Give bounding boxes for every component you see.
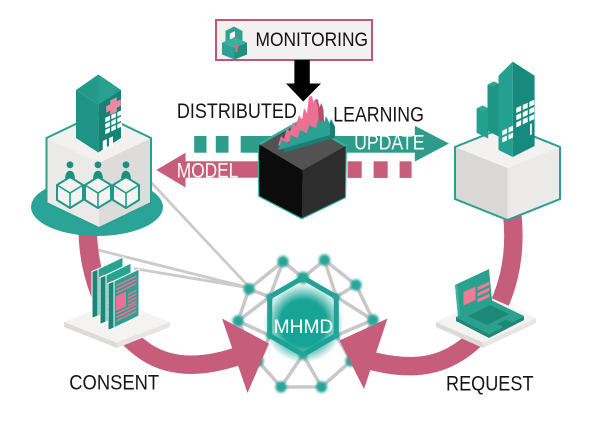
svg-text:MODEL: MODEL — [177, 159, 239, 182]
svg-text:MONITORING: MONITORING — [256, 30, 369, 51]
svg-text:MHMD: MHMD — [274, 316, 334, 338]
svg-text:UPDATE: UPDATE — [354, 132, 424, 155]
svg-text:LEARNING: LEARNING — [333, 103, 424, 127]
svg-text:CONSENT: CONSENT — [69, 371, 159, 394]
svg-text:REQUEST: REQUEST — [446, 373, 534, 396]
svg-text:DISTRIBUTED: DISTRIBUTED — [177, 99, 297, 123]
